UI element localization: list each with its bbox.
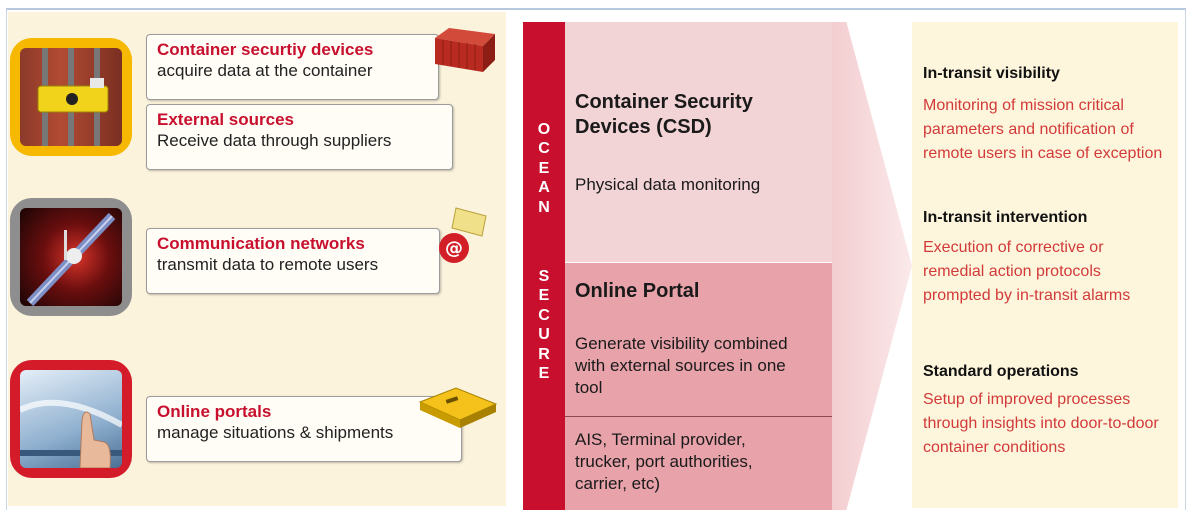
touch-screen-icon (10, 360, 132, 478)
shipping-container-icon (431, 26, 497, 74)
right-panel: In-transit visibility Monitoring of miss… (912, 22, 1178, 508)
csd-box: Container Security Devices (CSD) Physica… (565, 22, 832, 262)
section-heading: Standard operations (923, 363, 1079, 380)
satellite-icon (10, 198, 132, 316)
left-panel: Container securtiy devices acquire data … (8, 12, 506, 506)
svg-text:@: @ (445, 238, 463, 259)
label-container-security-devices: Container securtiy devices acquire data … (146, 34, 439, 100)
container-lock-icon (10, 38, 132, 156)
online-portal-sources: AIS, Terminal provider, trucker, port au… (575, 430, 753, 493)
label-title: Communication networks (157, 234, 365, 253)
label-title: Container securtiy devices (157, 40, 374, 59)
online-portal-text: Generate visibility combined with extern… (575, 334, 788, 397)
diagram-frame (6, 8, 1186, 510)
section-text: Setup of improved processes through insi… (923, 391, 1159, 456)
section-heading: In-transit intervention (923, 209, 1088, 226)
section-text: Execution of corrective or remedial acti… (923, 239, 1131, 304)
section-text: Monitoring of mission critical parameter… (923, 97, 1163, 162)
email-at-icon: @ (436, 202, 492, 266)
label-title: External sources (157, 110, 295, 129)
label-desc: manage situations & shipments (157, 423, 394, 442)
csd-title: Container Security Devices (CSD) (575, 91, 753, 138)
csd-text: Physical data monitoring (575, 175, 761, 194)
online-portal-title: Online Portal (575, 280, 700, 302)
bar-word-secure: S E C U R E (538, 268, 550, 383)
online-portal-box: Online Portal Generate visibility combin… (565, 263, 832, 510)
label-desc: Receive data through suppliers (157, 131, 392, 150)
ocean-secure-bar: O C E A N S E C U R E (523, 22, 565, 510)
label-external-sources: External sources Receive data through su… (146, 104, 453, 170)
label-desc: transmit data to remote users (157, 255, 379, 274)
label-communication-networks: Communication networks transmit data to … (146, 228, 440, 294)
label-desc: acquire data at the container (157, 61, 373, 80)
bar-word-ocean: O C E A N (537, 121, 551, 216)
label-online-portals: Online portals manage situations & shipm… (146, 396, 462, 462)
divider (565, 416, 832, 417)
section-heading: In-transit visibility (923, 65, 1060, 82)
label-title: Online portals (157, 402, 272, 421)
gps-device-icon (416, 382, 498, 432)
